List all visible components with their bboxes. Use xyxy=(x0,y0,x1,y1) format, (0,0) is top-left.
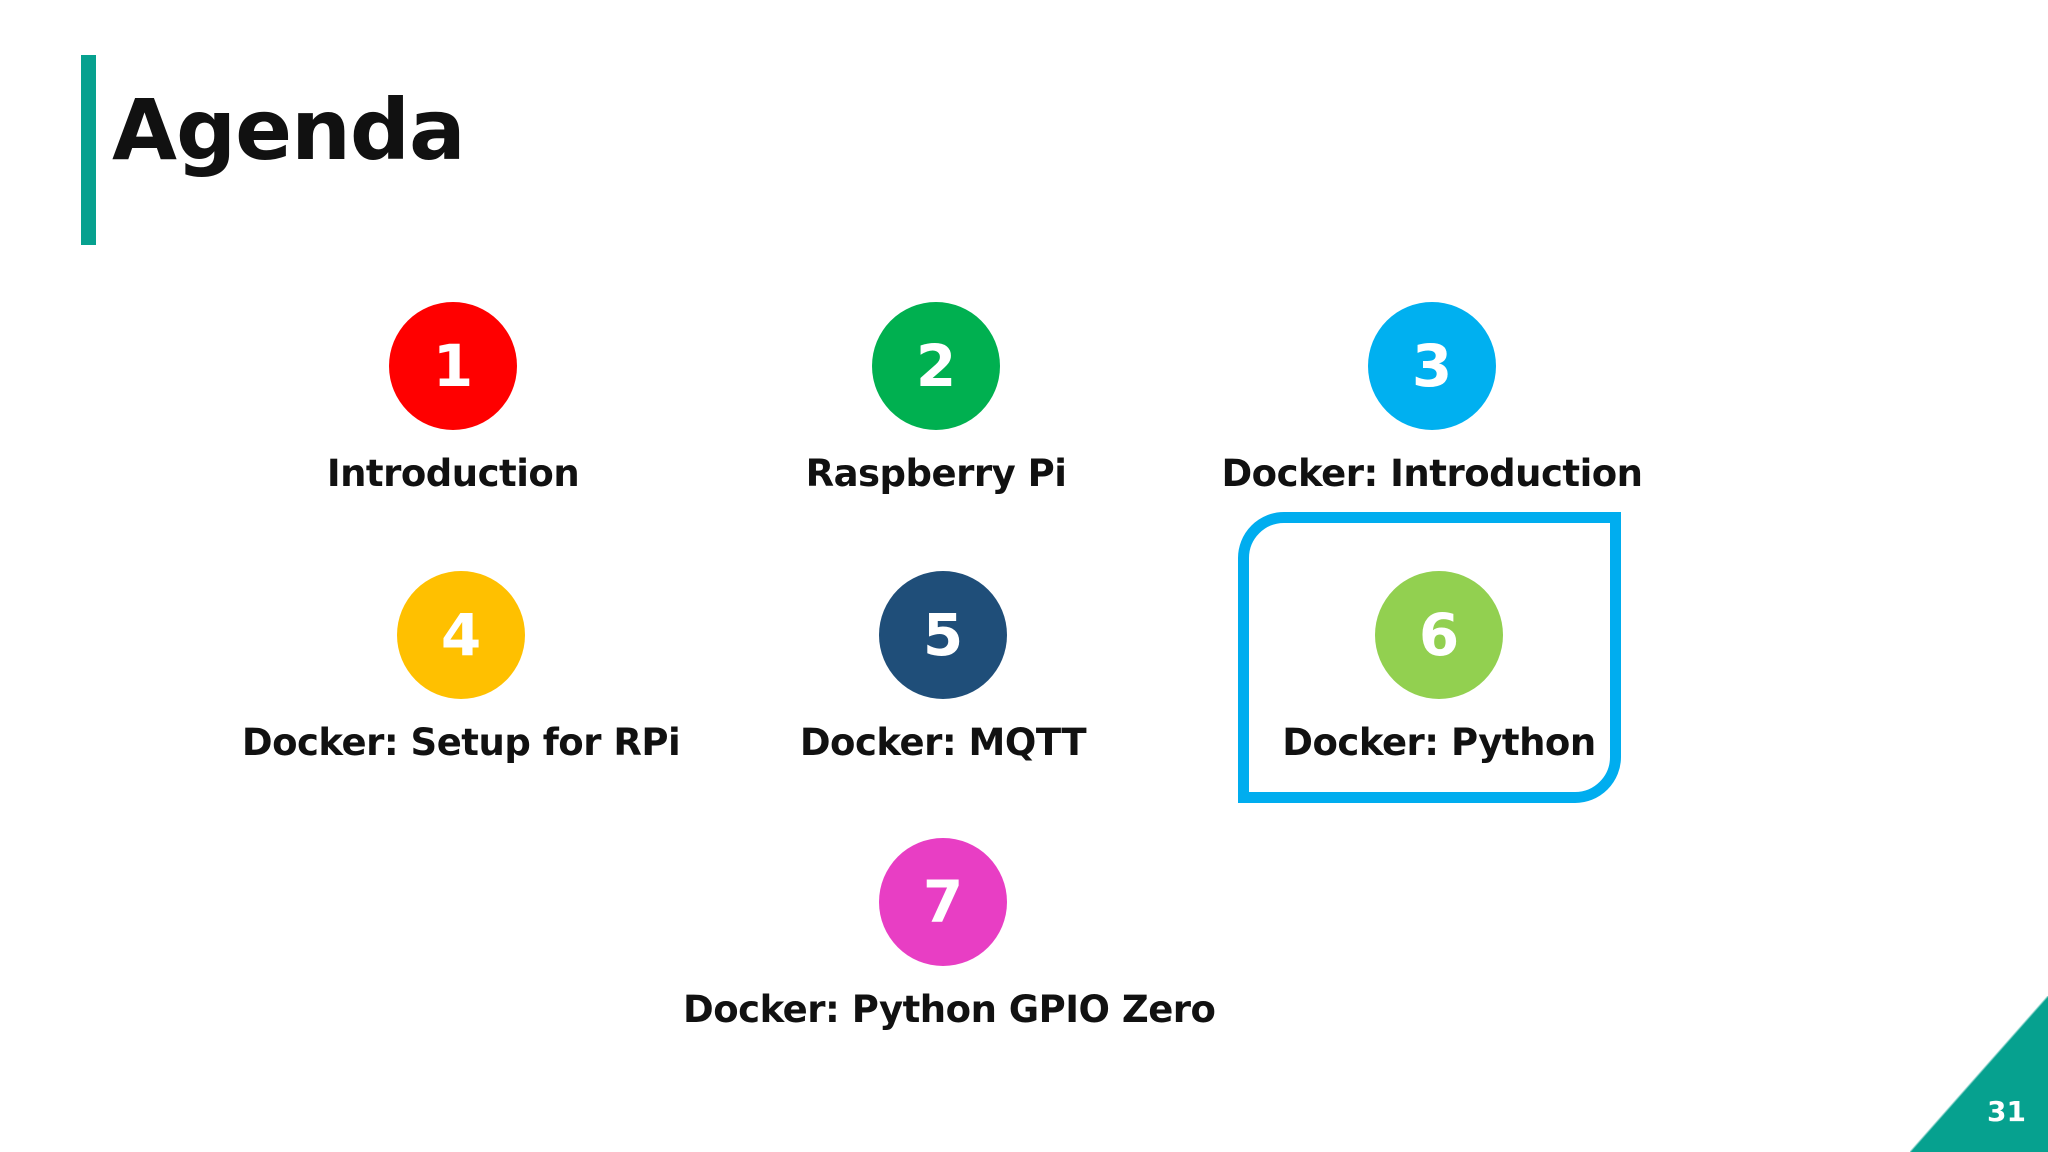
agenda-item-4: 4 Docker: Setup for RPi xyxy=(201,571,721,801)
agenda-number-badge: 2 xyxy=(872,302,1000,430)
corner-decoration xyxy=(1910,996,2048,1152)
agenda-label: Introduction xyxy=(326,452,580,495)
agenda-item-2: 2 Raspberry Pi xyxy=(676,302,1196,532)
agenda-number-badge: 1 xyxy=(389,302,517,430)
agenda-number-badge: 7 xyxy=(879,838,1007,966)
agenda-number-badge: 6 xyxy=(1375,571,1503,699)
agenda-item-7: 7 Docker: Python GPIO Zero xyxy=(683,838,1216,1068)
agenda-number-badge: 4 xyxy=(397,571,525,699)
agenda-item-6: 6 Docker: Python xyxy=(1179,571,1699,801)
agenda-item-3: 3 Docker: Introduction xyxy=(1172,302,1692,532)
agenda-label: Docker: Python GPIO Zero xyxy=(683,988,1216,1031)
title-accent-bar xyxy=(81,55,96,245)
agenda-item-5: 5 Docker: MQTT xyxy=(683,571,1203,801)
agenda-label: Docker: Setup for RPi xyxy=(241,721,681,764)
agenda-label: Docker: Introduction xyxy=(1221,452,1643,495)
page-number: 31 xyxy=(1987,1095,2026,1128)
agenda-number-badge: 5 xyxy=(879,571,1007,699)
agenda-label: Docker: MQTT xyxy=(799,721,1087,764)
agenda-label: Raspberry Pi xyxy=(805,452,1067,495)
agenda-label: Docker: Python xyxy=(1282,721,1596,764)
agenda-number-badge: 3 xyxy=(1368,302,1496,430)
agenda-item-1: 1 Introduction xyxy=(193,302,713,532)
slide-title: Agenda xyxy=(112,81,466,179)
current-topic-highlight xyxy=(1238,512,1621,803)
